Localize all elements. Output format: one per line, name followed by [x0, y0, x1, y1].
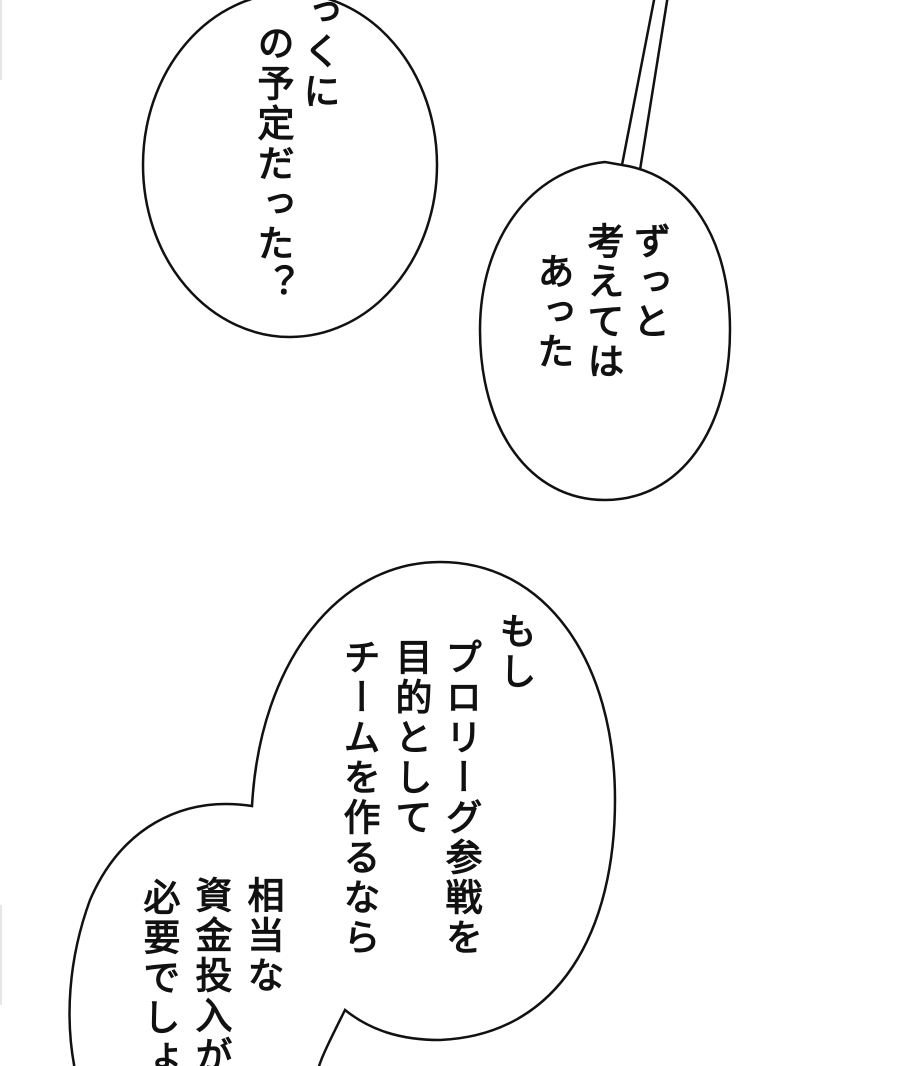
dialogue-line: チームを作るなら [337, 638, 380, 958]
dialogue-line: あった [531, 252, 574, 372]
panel-edge [0, 905, 2, 1005]
dialogue-line: 目的として [389, 638, 432, 838]
dialogue-line: 相当な [241, 876, 284, 996]
speech-bubble-1 [141, 0, 439, 339]
dialogue-line: ずっと [627, 222, 670, 342]
speech-bubble-2-tail [620, 0, 669, 171]
speech-bubble-3 [68, 560, 617, 1066]
dialogue-line: もし [493, 612, 536, 692]
dialogue-line: 資金投入が [189, 876, 232, 1066]
dialogue-line: っくに [297, 0, 340, 112]
panel-edge [0, 0, 2, 80]
dialogue-line: の予定だった？ [251, 24, 294, 304]
dialogue-line: 必要でしょ [137, 878, 180, 1066]
dialogue-line: プロリーグ参戦を [439, 638, 482, 958]
speech-bubble-2 [478, 160, 732, 502]
dialogue-line: 考えては [581, 222, 624, 382]
